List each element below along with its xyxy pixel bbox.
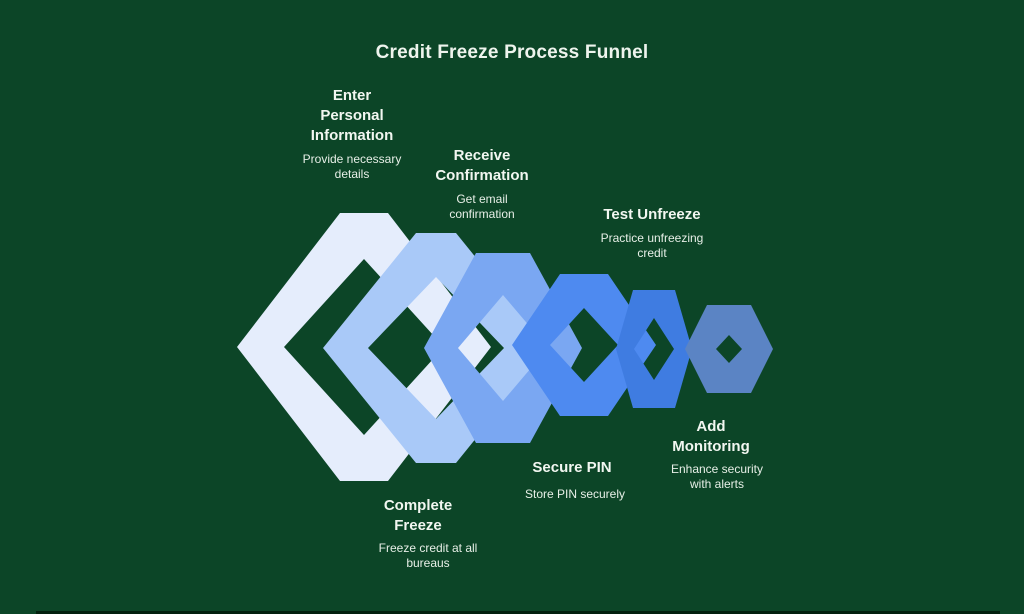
stage-label-enter-personal-information: Enter Personal Information (310, 87, 394, 144)
stage-desc-test-unfreeze: Practice unfreezing credit (600, 231, 704, 260)
stage-label-add-monitoring: Add Monitoring (672, 418, 750, 455)
bottom-edge-strip (36, 611, 1000, 614)
stage-desc-secure-pin: Store PIN securely (524, 487, 626, 501)
stage-label-complete-freeze: Complete Freeze (383, 497, 453, 534)
funnel-shape-add-monitoring (685, 305, 773, 393)
stage-desc-enter-personal-information: Provide necessary details (302, 152, 402, 181)
stage-desc-add-monitoring: Enhance security with alerts (670, 462, 764, 491)
stage-label-receive-confirmation: Receive Confirmation (435, 147, 529, 184)
stage-label-test-unfreeze: Test Unfreeze (603, 206, 701, 223)
stage-desc-complete-freeze: Freeze credit at all bureaus (378, 541, 478, 570)
stage-label-secure-pin: Secure PIN (532, 459, 612, 476)
stage-desc-receive-confirmation: Get email confirmation (449, 192, 515, 221)
page-title: Credit Freeze Process Funnel (375, 42, 649, 63)
funnel-shape-secure-pin (512, 274, 656, 416)
funnel-shape-test-unfreeze (616, 290, 692, 408)
